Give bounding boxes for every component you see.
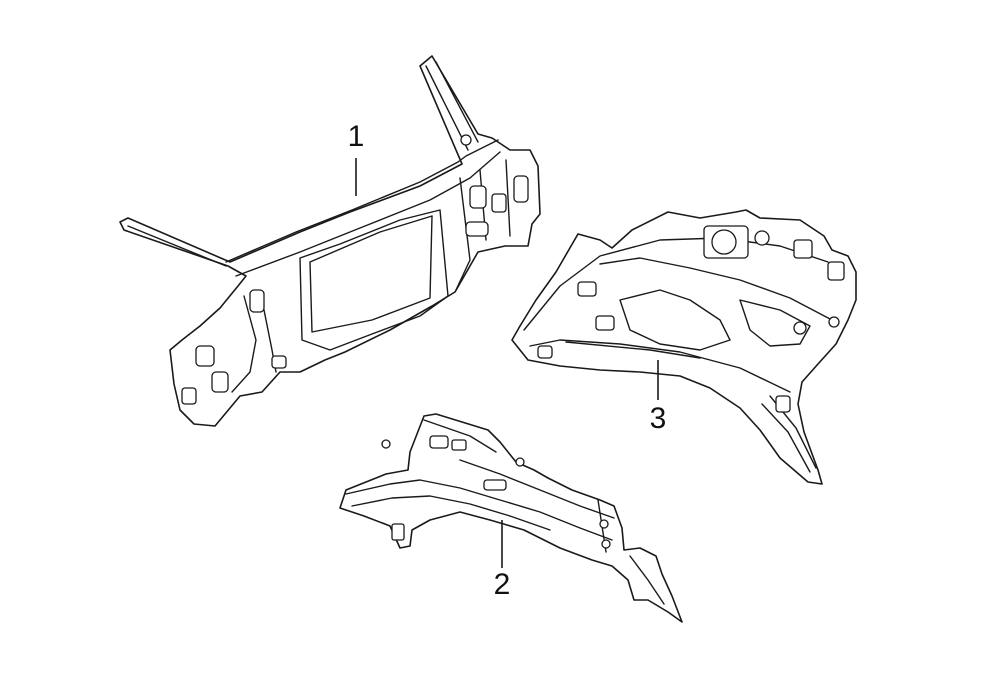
callout-3: 3 [650,402,667,435]
callout-2: 2 [494,568,511,601]
part-2-rail-assembly[interactable] [339,413,683,623]
part-3-apron-assembly[interactable] [511,209,857,485]
callout-1: 1 [348,120,365,153]
part-1-radiator-support[interactable] [119,55,541,427]
